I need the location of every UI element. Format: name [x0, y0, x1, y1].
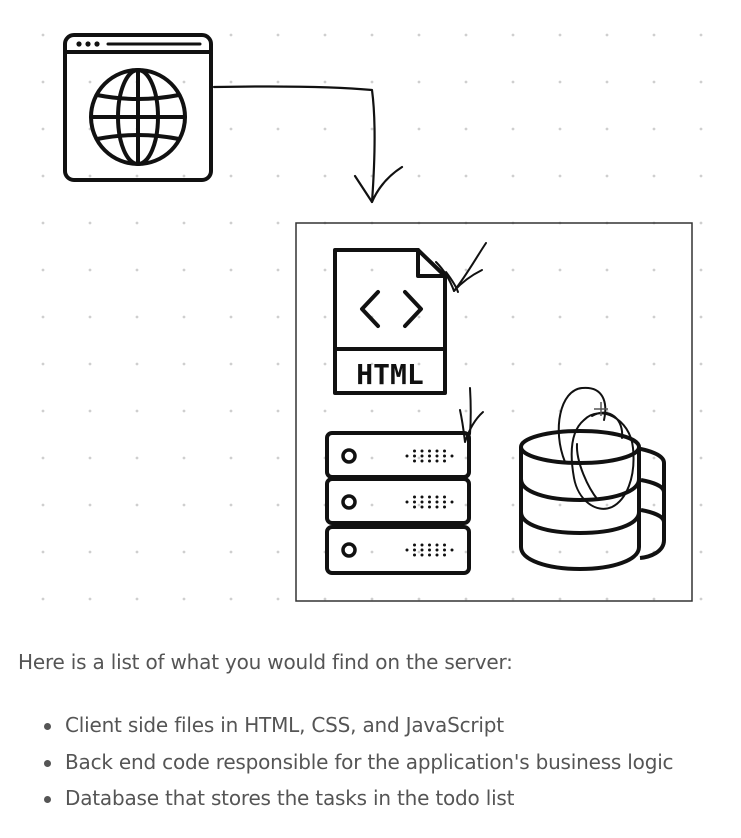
rack-indicator-dots [405, 449, 454, 557]
list-item: Database that stores the tasks in the to… [0, 780, 673, 817]
html-file-icon [333, 248, 447, 395]
hand-drawn-annotations [435, 242, 635, 510]
server-box [295, 222, 693, 602]
server-rack-icon [325, 431, 471, 575]
server-contents-list: Client side files in HTML, CSS, and Java… [0, 707, 674, 817]
cursor-crosshair-icon [594, 402, 608, 416]
html-label: HTML [356, 358, 423, 391]
database-icon [519, 429, 666, 571]
intro-text: Here is a list of what you would find on… [18, 650, 513, 674]
connector-arrow [212, 85, 404, 204]
list-item: Client side files in HTML, CSS, and Java… [0, 707, 673, 744]
list-item: Back end code responsible for the applic… [0, 744, 674, 781]
browser-globe-icon [63, 33, 213, 182]
